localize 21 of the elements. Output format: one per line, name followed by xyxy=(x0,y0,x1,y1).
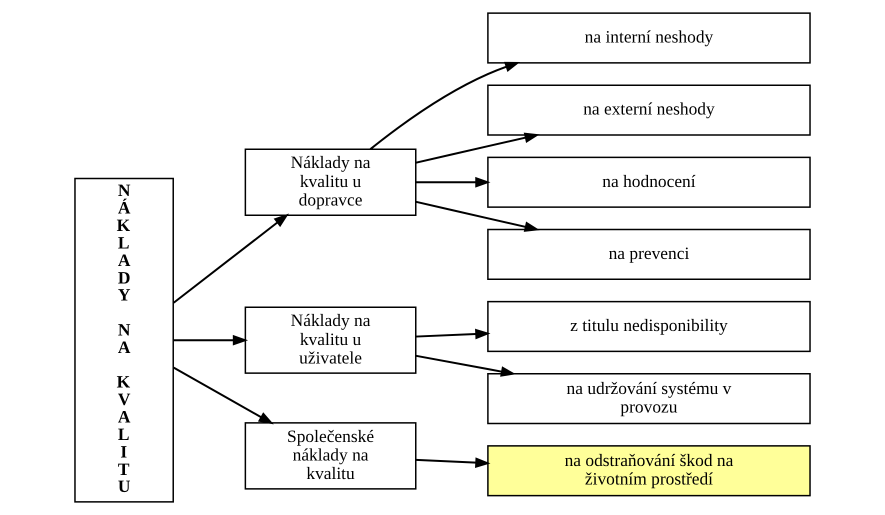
node-box: Náklady na kvalitu u dopravce xyxy=(244,148,416,216)
node-box: na odstraňování škod na životním prostředí xyxy=(487,445,811,496)
node-box: na externí neshody xyxy=(487,84,811,136)
node-box: NÁKLADY NA KVALITU xyxy=(74,178,174,503)
arrow xyxy=(416,176,490,188)
node-box: na interní neshody xyxy=(487,12,811,64)
node-box: na udržování systému v provozu xyxy=(487,373,811,424)
arrow xyxy=(416,132,540,164)
arrow xyxy=(416,354,516,377)
arrow xyxy=(370,62,520,150)
arrow xyxy=(416,328,490,340)
arrow xyxy=(174,334,248,346)
arrow xyxy=(416,457,490,468)
node-box: Společenské náklady na kvalitu xyxy=(244,422,416,490)
node-box: na prevenci xyxy=(487,228,811,280)
node-box: na hodnocení xyxy=(487,156,811,208)
node-box: z titulu nedisponibility xyxy=(487,300,811,352)
arrow xyxy=(173,366,274,424)
arrow xyxy=(416,200,540,232)
node-box: Náklady na kvalitu u uživatele xyxy=(244,306,416,374)
arrow xyxy=(173,214,289,304)
